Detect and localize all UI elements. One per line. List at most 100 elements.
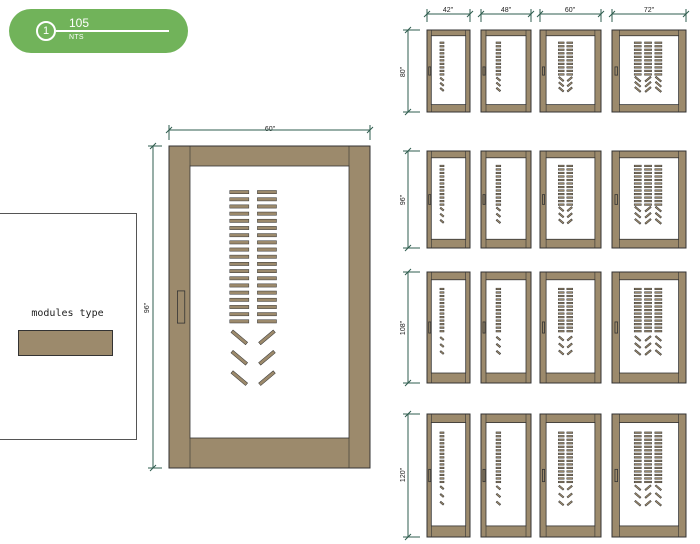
main-door-module: [229, 247, 250, 252]
grid-door-r3-c1-module: [439, 323, 445, 326]
grid-door-r4-c1-module: [439, 480, 445, 484]
grid-door-r4-c3-module: [558, 477, 565, 480]
grid-door-r2-c1-module: [439, 182, 445, 185]
grid-door-r3-c4-module: [644, 294, 652, 298]
grid-door-r4-c4-module: [633, 435, 642, 438]
row-3-tick: [404, 379, 412, 387]
grid-door-r4-c3-module: [566, 473, 573, 476]
grid-door-r3-c2-module: [495, 291, 502, 294]
grid-door-r1-c4-module-angled: [644, 86, 652, 93]
grid-door-r3-c1-module-angled: [439, 336, 445, 341]
grid-door-r1-c3-module: [566, 69, 573, 72]
grid-door-r3-c3-module: [566, 316, 573, 319]
grid-door-r1-c3-module: [558, 62, 565, 65]
grid-door-r2-c4-module: [633, 182, 642, 185]
grid-door-r2-c4-module-angled: [644, 205, 652, 213]
grid-door-r4-c2-module: [495, 456, 502, 459]
grid-door-r3-c3-module: [566, 291, 573, 294]
grid-door-r1-c3-module: [558, 45, 565, 48]
badge-underline: [56, 30, 169, 32]
grid-door-r1-c4-module: [644, 55, 652, 58]
main-door-module-angled: [230, 350, 248, 366]
grid-door-r1-c4-module: [644, 59, 652, 62]
grid-door-r4-c3-module: [566, 480, 573, 484]
grid-door-r2-c1-module: [439, 178, 445, 182]
grid-door-r3-c4-module-angled: [634, 335, 642, 342]
grid-door-r2-c4-module: [633, 196, 642, 199]
grid-door-r4-c1-handle: [428, 468, 432, 483]
main-door-module: [229, 276, 250, 281]
grid-door-r4-c4-module: [644, 445, 652, 448]
column-1-tick: [423, 10, 431, 18]
grid-door-r1-c4-module: [633, 55, 642, 58]
grid-door-r4-c4-module: [644, 435, 652, 438]
grid-door-r2-c3-module: [566, 171, 573, 175]
grid-door-r1-c4-module: [654, 59, 663, 62]
grid-door-r1-c1-module: [439, 69, 445, 72]
grid-door-r4-c4-module: [633, 470, 642, 473]
grid-door-r1-c4-module: [633, 62, 642, 65]
grid-door-r3-c3-module: [566, 323, 573, 326]
grid-door-r2-c3-module: [558, 164, 565, 167]
grid-door-r4-c3-module: [558, 438, 565, 441]
grid-door-r4-c1-module: [439, 452, 445, 455]
grid-door-r4-c2-handle: [482, 468, 486, 483]
grid-door-r1-c3-module: [566, 45, 573, 48]
main-door-module: [257, 276, 277, 281]
grid-door-r2-c3-module-angled: [558, 218, 565, 225]
grid-door-r4-c3-module: [566, 452, 573, 455]
grid-door-r2-c1-module: [439, 203, 445, 206]
grid-door-r2-c2-module: [495, 178, 502, 182]
column-label-60: 60": [565, 7, 576, 14]
grid-door-r3-c3-module: [566, 312, 573, 315]
grid-door-r4-c3-module: [566, 456, 573, 459]
grid-door-r4-c4-module: [654, 435, 663, 438]
grid-door-r4-c2-module: [495, 463, 502, 466]
grid-door-r4-c4-module: [654, 459, 663, 462]
grid-door-r1-c4-module: [633, 48, 642, 51]
grid-door-r3-c1-module: [439, 301, 445, 305]
grid-door-r4-c4-module-angled: [644, 484, 652, 491]
door-size-grid: [403, 9, 690, 541]
grid-door-r3-c4-module: [633, 291, 642, 294]
main-door-module: [229, 233, 250, 238]
grid-door-r1-c4-module: [644, 45, 652, 48]
grid-door-r1-c4-module: [654, 45, 663, 48]
grid-door-r1-c3-module: [566, 59, 573, 62]
main-height-tick: [149, 142, 157, 150]
row-label-120: 120": [400, 467, 407, 482]
grid-door-r4-c2-module: [495, 445, 502, 448]
grid-door-r2-c4-module: [654, 178, 663, 182]
grid-door-r3-c3-module: [558, 326, 565, 329]
grid-door-r2-c3-module-angled: [558, 206, 565, 212]
grid-door-r4-c2-module: [495, 459, 502, 462]
grid-door-r2-c1-module-angled: [439, 212, 445, 218]
grid-door-r2-c4-module-angled: [654, 211, 662, 219]
main-height-tick: [149, 464, 157, 472]
grid-door-r2-c3-module: [566, 185, 573, 189]
grid-door-r4-c1-module: [439, 449, 445, 452]
grid-door-r3-c4-module: [654, 287, 663, 291]
grid-door-r4-c4-module: [633, 477, 642, 480]
grid-door-r2-c4-module: [654, 164, 663, 167]
grid-door-r4-c2-module: [495, 477, 502, 480]
grid-door-r3-c3-module: [558, 301, 565, 305]
grid-door-r4-c3-module-angled: [566, 500, 573, 507]
grid-door-r3-c2-module-angled: [495, 336, 502, 342]
grid-door-r3-c4-module: [654, 305, 663, 308]
grid-door-r4-c3-module: [558, 466, 565, 469]
grid-door-r3-c4-glass: [619, 279, 680, 374]
grid-door-r2-c2-module: [495, 189, 502, 192]
grid-door-r1-c3-module: [566, 48, 573, 51]
grid-door-r3-c4-module-angled: [634, 349, 642, 356]
grid-door-r4-c1-module: [439, 445, 445, 448]
grid-door-r4-c3-module-angled: [558, 484, 565, 491]
grid-door-r4-c2-module: [495, 442, 502, 445]
main-door-module-angled: [230, 329, 248, 346]
grid-door-r2-c4-module: [644, 171, 652, 175]
main-door-module: [257, 190, 277, 194]
grid-door-r3-c3-module: [566, 294, 573, 298]
grid-door-r2-c4-module: [633, 178, 642, 182]
grid-door-r2-c3-module: [566, 189, 573, 192]
grid-door-r3-c2-module: [495, 330, 502, 333]
